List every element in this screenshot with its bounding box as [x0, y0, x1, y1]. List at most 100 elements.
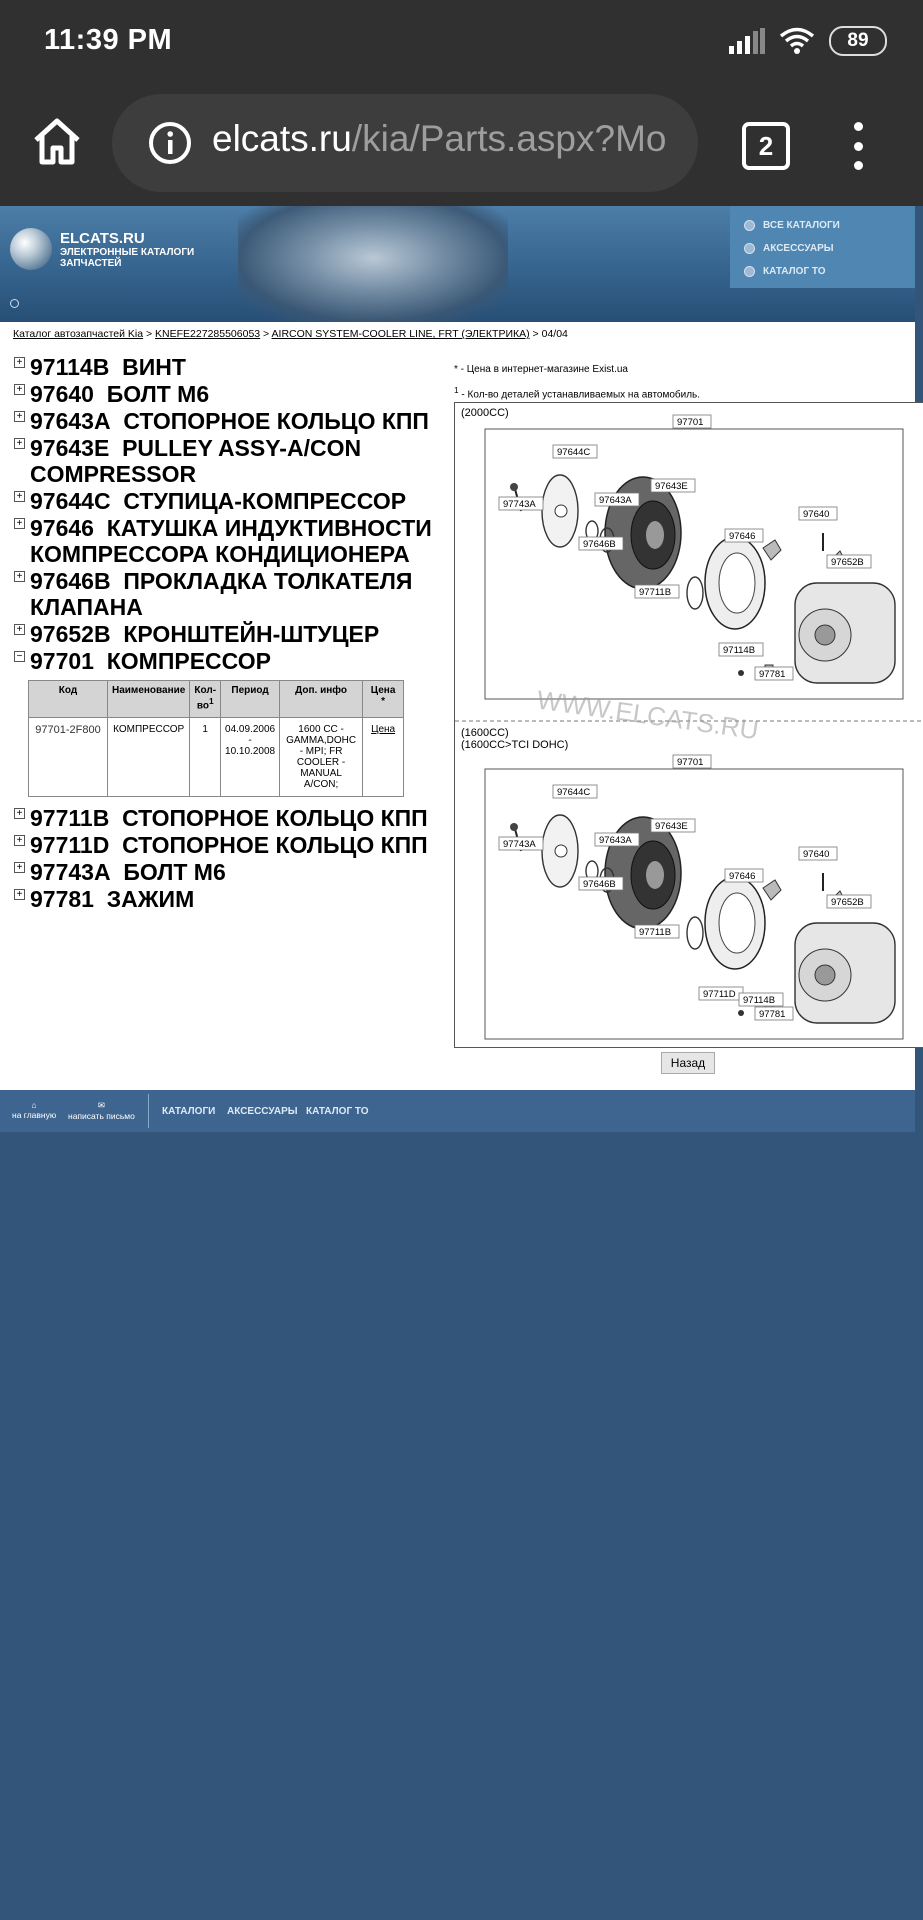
breadcrumb-group[interactable]: AIRCON SYSTEM-COOLER LINE, FRT (ЭЛЕКТРИК…	[271, 328, 530, 340]
part-callout-box	[724, 528, 764, 543]
expand-icon[interactable]: +	[14, 518, 25, 529]
part-item[interactable]: +97711B СТОПОРНОЕ КОЛЬЦО КПП	[14, 805, 444, 831]
expand-icon[interactable]: +	[14, 411, 25, 422]
part-item[interactable]: +97652B КРОНШТЕЙН-ШТУЦЕР	[14, 621, 444, 647]
info-icon[interactable]	[148, 121, 192, 165]
address-bar[interactable]: elcats.ru/kia/Parts.aspx?Mo	[112, 94, 698, 192]
expand-icon[interactable]: +	[14, 624, 25, 635]
status-time: 11:39 PM	[44, 24, 173, 56]
part-callout: 97711B	[639, 587, 671, 598]
expand-icon[interactable]: +	[14, 862, 25, 873]
envelope-icon: ✉	[97, 1100, 105, 1110]
part-callout-box	[650, 478, 696, 493]
url-path: /kia/Parts.aspx?Mo	[351, 118, 667, 159]
part-item[interactable]: +97644C СТУПИЦА-КОМПРЕССОР	[14, 488, 444, 514]
battery-indicator: 89	[829, 26, 887, 56]
globe-icon	[10, 228, 52, 270]
part-callout-box	[724, 868, 764, 883]
col-name: Наименование	[106, 680, 191, 718]
part-callout-box	[634, 924, 680, 939]
part-callout-box	[498, 836, 544, 851]
collapse-icon[interactable]: −	[14, 651, 25, 662]
expand-icon[interactable]: +	[14, 571, 25, 582]
breadcrumb-root[interactable]: Каталог автозапчастей Kia	[13, 328, 144, 340]
screw	[738, 670, 744, 676]
diagram-title-2a: (1600CC)	[461, 727, 509, 739]
web-page: ELCATS.RU ЭЛЕКТРОННЫЕ КАТАЛОГИ ЗАПЧАСТЕЙ…	[0, 206, 923, 1090]
part-callout-box	[578, 536, 624, 551]
part-callout-box	[798, 506, 838, 521]
status-bar: 11:39 PM 89	[0, 0, 923, 84]
diagram-title-2b: (1600CC>TCI DOHC)	[461, 739, 568, 751]
url-host: elcats.ru	[212, 118, 352, 159]
expand-icon[interactable]: +	[14, 384, 25, 395]
signal-icon	[729, 28, 765, 54]
part-item[interactable]: +97711D СТОПОРНОЕ КОЛЬЦО КПП	[14, 832, 444, 858]
banner-menu-all-catalogs[interactable]: ВСЕ КАТАЛОГИ	[744, 220, 840, 231]
part-callout-box	[594, 492, 640, 507]
part-callout: 97114B	[743, 995, 775, 1006]
part-item-expanded[interactable]: − 97701 КОМПРЕССОР	[14, 648, 444, 674]
expand-icon[interactable]: +	[14, 357, 25, 368]
home-icon[interactable]	[30, 114, 84, 168]
part-item[interactable]: +97114B ВИНТ	[14, 354, 444, 380]
part-item[interactable]: +97781 ЗАЖИМ	[14, 886, 444, 912]
screw	[738, 1010, 744, 1016]
site-logo[interactable]: ELCATS.RU ЭЛЕКТРОННЫЕ КАТАЛОГИ ЗАПЧАСТЕЙ	[10, 228, 194, 270]
part-callout-box	[552, 784, 598, 799]
part-item[interactable]: +97743A БОЛТ M6	[14, 859, 444, 885]
part-callout-box	[594, 832, 640, 847]
footer-link-accessories[interactable]: АКСЕССУАРЫ	[227, 1106, 298, 1117]
footer-link-catalogs[interactable]: КАТАЛОГИ	[162, 1106, 216, 1117]
breadcrumb-page: 04/04	[541, 328, 568, 340]
part-item[interactable]: +97646B ПРОКЛАДКА ТОЛКАТЕЛЯ КЛАПАНА	[14, 568, 444, 620]
wifi-icon	[779, 27, 815, 54]
footer-home[interactable]: ⌂ на главную	[12, 1100, 57, 1120]
col-qty: Кол-во1	[189, 680, 222, 718]
part-callout: 97643A	[599, 495, 632, 506]
breadcrumb-vin[interactable]: KNEFE227285506053	[155, 328, 261, 340]
part-callout-box	[754, 1006, 794, 1021]
banner-menu-to-catalog[interactable]: КАТАЛОГ ТО	[744, 266, 826, 277]
banner-menu-accessories[interactable]: АКСЕССУАРЫ	[744, 243, 834, 254]
logo-subtitle-2: ЗАПЧАСТЕЙ	[60, 257, 122, 269]
cell-qty: 1	[189, 717, 222, 797]
col-info: Доп. инфо	[279, 680, 364, 718]
footer-write[interactable]: ✉ написать письмо	[68, 1100, 135, 1121]
part-item[interactable]: +97643A СТОПОРНОЕ КОЛЬЦО КПП	[14, 408, 444, 434]
part-item[interactable]: +97643E PULLEY ASSY-A/CON COMPRESSOR	[14, 435, 444, 487]
expand-icon[interactable]: +	[14, 889, 25, 900]
part-callout: 97652B	[831, 557, 864, 568]
expand-icon[interactable]: +	[14, 438, 25, 449]
clutch-hub	[554, 844, 568, 858]
home-icon: ⌂	[31, 1100, 37, 1110]
browser-menu-icon[interactable]	[848, 122, 868, 170]
notes: * - Цена в интернет-магазине Exist.ua 1 …	[454, 360, 700, 405]
back-button[interactable]: Назад	[661, 1052, 715, 1074]
price-link[interactable]: Цена	[371, 724, 396, 735]
part-callout-box	[672, 414, 712, 429]
part-callout-box	[798, 846, 838, 861]
tab-switcher-button[interactable]: 2	[742, 122, 790, 170]
col-period: Период	[220, 680, 281, 718]
expand-icon[interactable]: +	[14, 491, 25, 502]
url-text[interactable]: elcats.ru/kia/Parts.aspx?Mo	[212, 118, 687, 160]
logo-title: ELCATS.RU	[60, 229, 145, 247]
snap-ring	[686, 576, 704, 610]
expand-icon[interactable]: +	[14, 835, 25, 846]
part-item[interactable]: +97640 БОЛТ M6	[14, 381, 444, 407]
footer-link-to[interactable]: КАТАЛОГ ТО	[306, 1106, 369, 1117]
part-callout: 97701	[677, 417, 703, 428]
watermark: WWW.ELCATS.RU	[535, 685, 760, 746]
pulley-center	[646, 861, 664, 889]
part-callout-box	[754, 666, 794, 681]
col-price: Цена*	[362, 680, 405, 718]
part-callout: 97643E	[655, 821, 688, 832]
expand-icon[interactable]: +	[14, 808, 25, 819]
site-banner: ELCATS.RU ЭЛЕКТРОННЫЕ КАТАЛОГИ ЗАПЧАСТЕЙ…	[0, 206, 915, 322]
part-item[interactable]: +97646 КАТУШКА ИНДУКТИВНОСТИ КОМПРЕССОРА…	[14, 515, 444, 567]
pulley-center	[646, 521, 664, 549]
compressor-shaft	[814, 964, 836, 986]
connector	[762, 879, 782, 901]
